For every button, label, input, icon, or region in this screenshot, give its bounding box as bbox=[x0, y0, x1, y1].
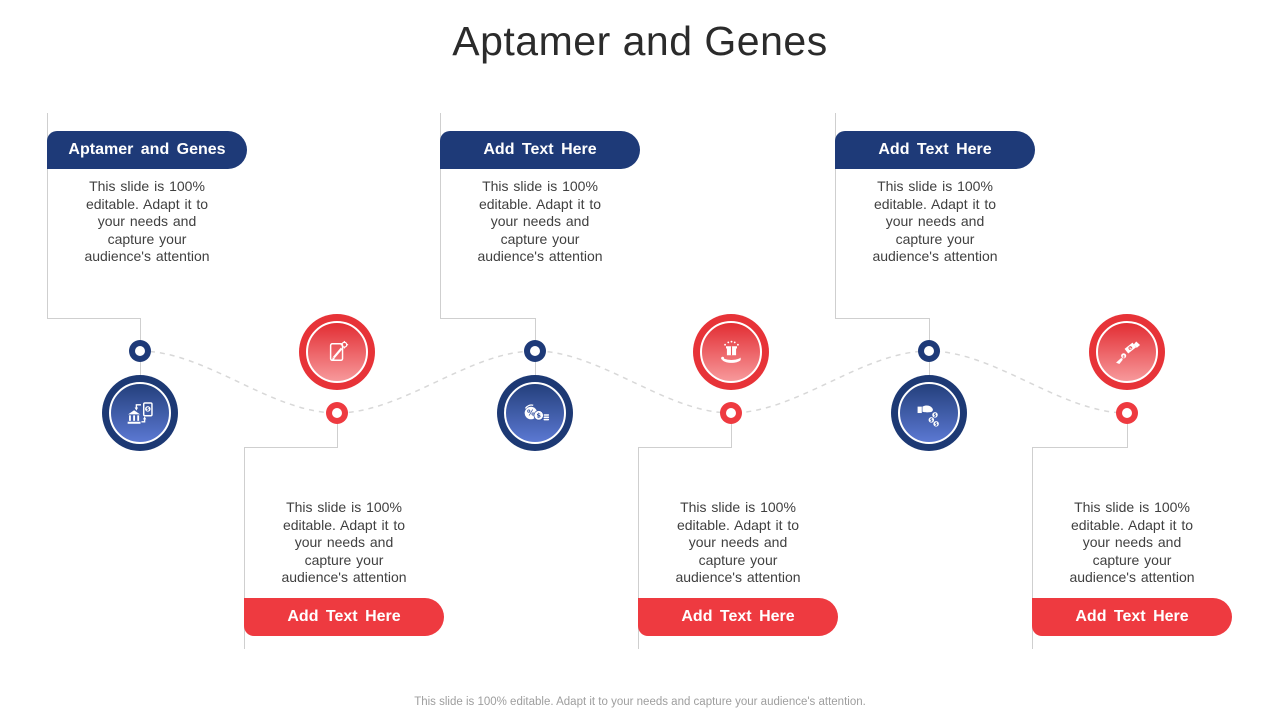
timeline-circle-2 bbox=[299, 314, 375, 390]
description-section-5: This slide is 100% editable. Adapt it to… bbox=[675, 499, 801, 585]
description-section-6: This slide is 100% editable. Adapt it to… bbox=[1069, 499, 1195, 585]
timeline-circle-4 bbox=[693, 314, 769, 390]
pill-section-4[interactable]: Add Text Here bbox=[244, 598, 444, 636]
pill-section-3[interactable]: Add Text Here bbox=[835, 131, 1035, 169]
pill-section-5[interactable]: Add Text Here bbox=[638, 598, 838, 636]
coins-hand-icon: $ $ $ bbox=[917, 405, 939, 427]
discount-coins-icon: % $ bbox=[524, 403, 549, 420]
timeline-node-red bbox=[326, 402, 348, 424]
svg-text:$: $ bbox=[1122, 354, 1125, 358]
mobile-banking-icon: $ bbox=[127, 401, 153, 424]
svg-text:$: $ bbox=[146, 406, 149, 412]
connector-line bbox=[47, 318, 141, 319]
pill-section-2[interactable]: Add Text Here bbox=[440, 131, 640, 169]
svg-text:$: $ bbox=[536, 411, 541, 419]
timeline-circle-6: $ $ bbox=[1089, 314, 1165, 390]
description-section-3: This slide is 100% editable. Adapt it to… bbox=[872, 178, 998, 264]
gift-reward-icon bbox=[720, 340, 741, 363]
connector-line bbox=[835, 318, 929, 319]
connector-line bbox=[1032, 447, 1033, 649]
slide-footer-note: This slide is 100% editable. Adapt it to… bbox=[414, 696, 866, 708]
money-exchange-icon: $ $ bbox=[1115, 341, 1140, 364]
connector-line bbox=[244, 447, 245, 649]
svg-text:$: $ bbox=[934, 421, 937, 426]
connector-line bbox=[835, 113, 836, 318]
connector-line bbox=[47, 113, 48, 318]
connector-line bbox=[638, 447, 732, 448]
svg-text:$: $ bbox=[1128, 345, 1133, 350]
connector-line bbox=[1127, 413, 1128, 448]
pill-section-6[interactable]: Add Text Here bbox=[1032, 598, 1232, 636]
connector-line bbox=[731, 413, 732, 448]
pill-label: Add Text Here bbox=[878, 141, 992, 158]
timeline-node-blue bbox=[918, 340, 940, 362]
timeline-node-red bbox=[1116, 402, 1138, 424]
timeline-circle-1: $ bbox=[102, 375, 178, 451]
connector-line bbox=[244, 447, 338, 448]
slide-title: Aptamer and Genes bbox=[452, 18, 828, 64]
connector-line bbox=[440, 113, 441, 318]
svg-text:$: $ bbox=[929, 417, 932, 422]
description-section-2: This slide is 100% editable. Adapt it to… bbox=[477, 178, 603, 264]
connector-line bbox=[337, 413, 338, 448]
pill-label: Add Text Here bbox=[1075, 608, 1189, 625]
timeline-node-blue bbox=[129, 340, 151, 362]
connector-line bbox=[440, 318, 535, 319]
pill-label: Add Text Here bbox=[681, 608, 795, 625]
pill-label: Aptamer and Genes bbox=[68, 141, 226, 158]
timeline-circle-5: $ $ $ bbox=[891, 375, 967, 451]
timeline-circle-3: % $ bbox=[497, 375, 573, 451]
svg-text:$: $ bbox=[933, 412, 936, 417]
description-section-4: This slide is 100% editable. Adapt it to… bbox=[281, 499, 407, 585]
edit-document-icon bbox=[329, 340, 348, 361]
timeline-node-blue bbox=[524, 340, 546, 362]
pill-label: Add Text Here bbox=[287, 608, 401, 625]
pill-section-1[interactable]: Aptamer and Genes bbox=[47, 131, 247, 169]
description-section-1: This slide is 100% editable. Adapt it to… bbox=[84, 178, 210, 264]
pill-label: Add Text Here bbox=[483, 141, 597, 158]
timeline-node-red bbox=[720, 402, 742, 424]
connector-line bbox=[638, 447, 639, 649]
connector-line bbox=[1032, 447, 1128, 448]
